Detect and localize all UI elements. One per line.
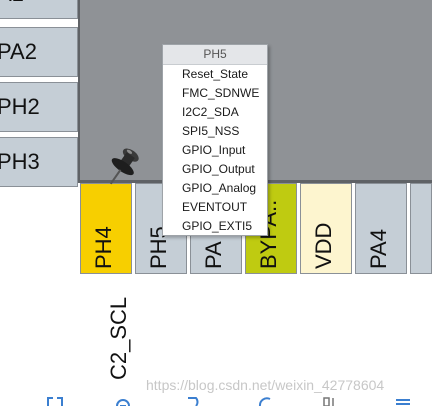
- pin-label: PH3: [0, 149, 40, 174]
- pin-a1[interactable]: A1: [0, 0, 78, 19]
- menu-item-i2c2-sda[interactable]: I2C2_SDA: [182, 105, 239, 119]
- pin-vdd[interactable]: VDD: [300, 183, 352, 274]
- pin-next[interactable]: [410, 183, 432, 274]
- menu-item-eventout[interactable]: EVENTOUT: [182, 200, 248, 214]
- pin-signal-label: C2_SCL: [106, 296, 131, 380]
- menu-item-gpio-analog[interactable]: GPIO_Analog: [182, 181, 257, 195]
- pin-context-menu: PH5 Reset_State FMC_SDNWE I2C2_SDA SPI5_…: [162, 44, 268, 236]
- zoom-fit-icon[interactable]: [46, 396, 64, 406]
- pin-label: PA2: [0, 39, 37, 64]
- pin-label: PA: [201, 241, 226, 269]
- rotate-icon[interactable]: [256, 396, 274, 406]
- pin-pa2[interactable]: PA2: [0, 27, 78, 77]
- split-icon[interactable]: [322, 396, 340, 406]
- menu-item-fmc-sdnwe[interactable]: FMC_SDNWE: [182, 86, 260, 100]
- menu-item-spi5-nss[interactable]: SPI5_NSS: [182, 124, 240, 138]
- pin-ph3[interactable]: PH3: [0, 137, 78, 187]
- pin-label: VDD: [311, 222, 336, 269]
- menu-item-gpio-exti5[interactable]: GPIO_EXTI5: [182, 219, 253, 233]
- pin-ph4[interactable]: PH4: [80, 183, 132, 274]
- menu-item-gpio-output[interactable]: GPIO_Output: [182, 162, 255, 176]
- zoom-out-icon[interactable]: [186, 396, 204, 406]
- pin-ph2[interactable]: PH2: [0, 82, 78, 132]
- pin-label: PH4: [91, 226, 116, 269]
- menu-icon[interactable]: [394, 396, 412, 406]
- menu-item-reset-state[interactable]: Reset_State: [182, 67, 249, 81]
- pushpin-icon: [109, 148, 139, 185]
- watermark: https://blog.csdn.net/weixin_42778604: [146, 377, 385, 393]
- menu-title: PH5: [163, 45, 267, 65]
- pin-label: PA4: [366, 229, 391, 269]
- zoom-in-icon[interactable]: [114, 396, 132, 406]
- menu-item-gpio-input[interactable]: GPIO_Input: [182, 143, 246, 157]
- pin-label: PH2: [0, 94, 40, 119]
- pin-label: A1: [0, 0, 24, 7]
- pin-pa4[interactable]: PA4: [355, 183, 407, 274]
